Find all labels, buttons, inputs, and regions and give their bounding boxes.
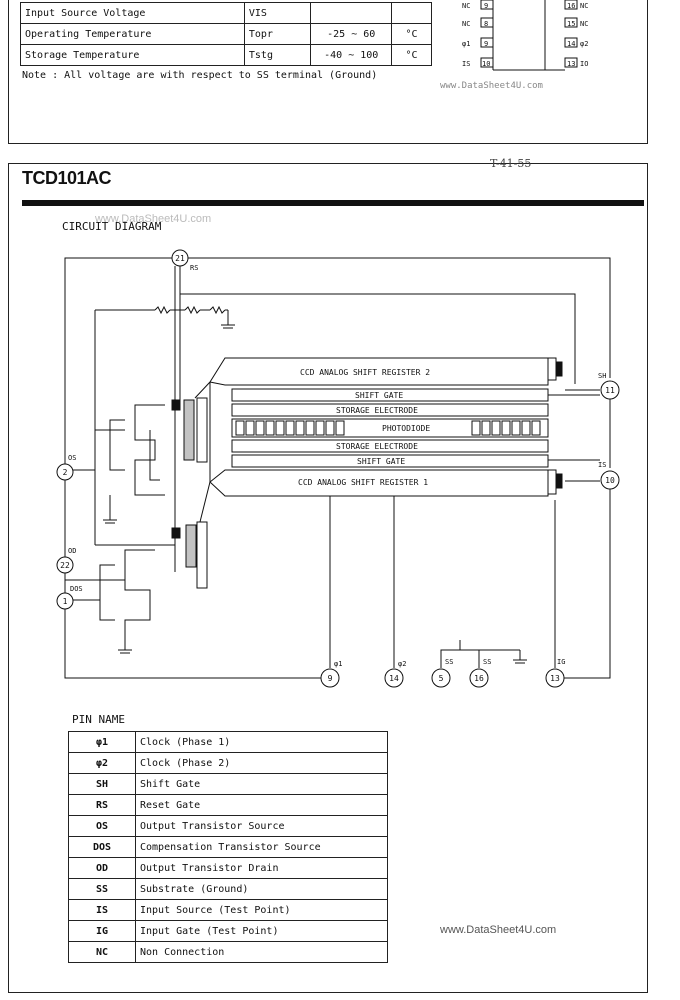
pin-number: 11: [605, 386, 615, 395]
pin-number: 14: [389, 674, 399, 683]
table-row: Storage Temperature Tstg -40 ~ 100 °C: [20, 44, 432, 66]
block-label: CCD ANALOG SHIFT REGISTER 2: [300, 368, 430, 377]
watermark: www.DataSheet4U.com: [440, 81, 543, 91]
pin-description: Input Gate (Test Point): [135, 920, 388, 942]
pin-right-name: NC: [580, 2, 588, 10]
block-label: STORAGE ELECTRODE: [336, 442, 418, 451]
pin-name: OD: [68, 547, 76, 555]
pin-number: 5: [439, 674, 444, 683]
pin-right-num: 14: [567, 40, 575, 48]
block-label: PHOTODIODE: [382, 424, 430, 433]
pin-left-num: 10: [482, 60, 490, 68]
pin-right-num: 16: [567, 2, 575, 10]
pin-name-label: PIN NAME: [72, 713, 125, 726]
pin-name: IG: [557, 658, 565, 666]
pin-name: SS: [445, 658, 453, 666]
block-label: STORAGE ELECTRODE: [336, 406, 418, 415]
pin-symbol: IG: [68, 920, 136, 942]
pin-right-name: φ2: [580, 40, 588, 48]
rating-symbol: Tstg: [243, 44, 312, 66]
pin-name: φ2: [398, 660, 406, 668]
pin-number: 10: [605, 476, 615, 485]
pin-name: OS: [68, 454, 76, 462]
watermark: www.DataSheet4U.com: [440, 924, 557, 936]
pin-right-name: IO: [580, 60, 588, 68]
pin-symbol: NC: [68, 941, 136, 963]
title-rule: [22, 200, 644, 206]
pin-name: SS: [483, 658, 491, 666]
pin-symbol: φ1: [68, 731, 136, 753]
pin-left-name: NC: [462, 2, 470, 10]
pin-description: Clock (Phase 2): [135, 752, 388, 774]
watermark: www.DataSheet4U.com: [95, 213, 212, 225]
pin-name: φ1: [334, 660, 342, 668]
pin-number: 22: [60, 561, 70, 570]
pin-symbol: DOS: [68, 836, 136, 858]
pin-number: 16: [474, 674, 484, 683]
pin-right-num: 13: [567, 60, 575, 68]
ratings-table: Input Source Voltage VIS Operating Tempe…: [20, 2, 432, 66]
block-label: CCD ANALOG SHIFT REGISTER 1: [298, 478, 428, 487]
pin-right-num: 15: [567, 20, 575, 28]
pin-description: Compensation Transistor Source: [135, 836, 388, 858]
pin-left-num: 9: [484, 2, 488, 10]
photodiode-cells: [235, 420, 541, 436]
pin-number: 1: [63, 597, 68, 606]
pin-symbol: φ2: [68, 752, 136, 774]
pin-name: DOS: [70, 585, 83, 593]
pin-description: Non Connection: [135, 941, 388, 963]
table-row: Input Source Voltage VIS: [20, 2, 432, 24]
pin-description: Output Transistor Source: [135, 815, 388, 837]
pin-right-name: NC: [580, 20, 588, 28]
pinout-fragment: NC 9 NC 8 φ1 9 IS 10 16 NC 15 NC 14 φ2 1…: [440, 0, 588, 91]
pin-name: RS: [190, 264, 198, 272]
pin-description: Clock (Phase 1): [135, 731, 388, 753]
pin-symbol: OS: [68, 815, 136, 837]
ratings-note: Note : All voltage are with respect to S…: [22, 70, 378, 81]
pin-description: Shift Gate: [135, 773, 388, 795]
pin-left-name: NC: [462, 20, 470, 28]
circuit-diagram-label: CIRCUIT DIAGRAM: [62, 220, 162, 233]
pin-left-num: 9: [484, 40, 488, 48]
pin-name: IS: [598, 461, 606, 469]
pin-left-name: IS: [462, 60, 470, 68]
pin-number: 13: [550, 674, 560, 683]
pin-description: Output Transistor Drain: [135, 857, 388, 879]
pin-symbol: SS: [68, 878, 136, 900]
rating-value: -40 ~ 100: [310, 44, 393, 66]
pin-left-num: 8: [484, 20, 488, 28]
pin-description: Substrate (Ground): [135, 878, 388, 900]
pin-description: Input Source (Test Point): [135, 899, 388, 921]
pin-symbol: RS: [68, 794, 136, 816]
page-title: TCD101AC: [22, 168, 112, 188]
pin-symbol: IS: [68, 899, 136, 921]
pin-number: 21: [175, 254, 185, 263]
pin-symbol: SH: [68, 773, 136, 795]
page-number: T-41-55: [490, 157, 532, 170]
pin-left-name: φ1: [462, 40, 470, 48]
pin-number: 9: [328, 674, 333, 683]
pin-description: Reset Gate: [135, 794, 388, 816]
rating-unit: °C: [391, 44, 432, 66]
pin-symbol: OD: [68, 857, 136, 879]
pin-number: 2: [63, 468, 68, 477]
pin-name: SH: [598, 372, 606, 380]
block-label: SHIFT GATE: [355, 391, 403, 400]
block-label: SHIFT GATE: [357, 457, 405, 466]
